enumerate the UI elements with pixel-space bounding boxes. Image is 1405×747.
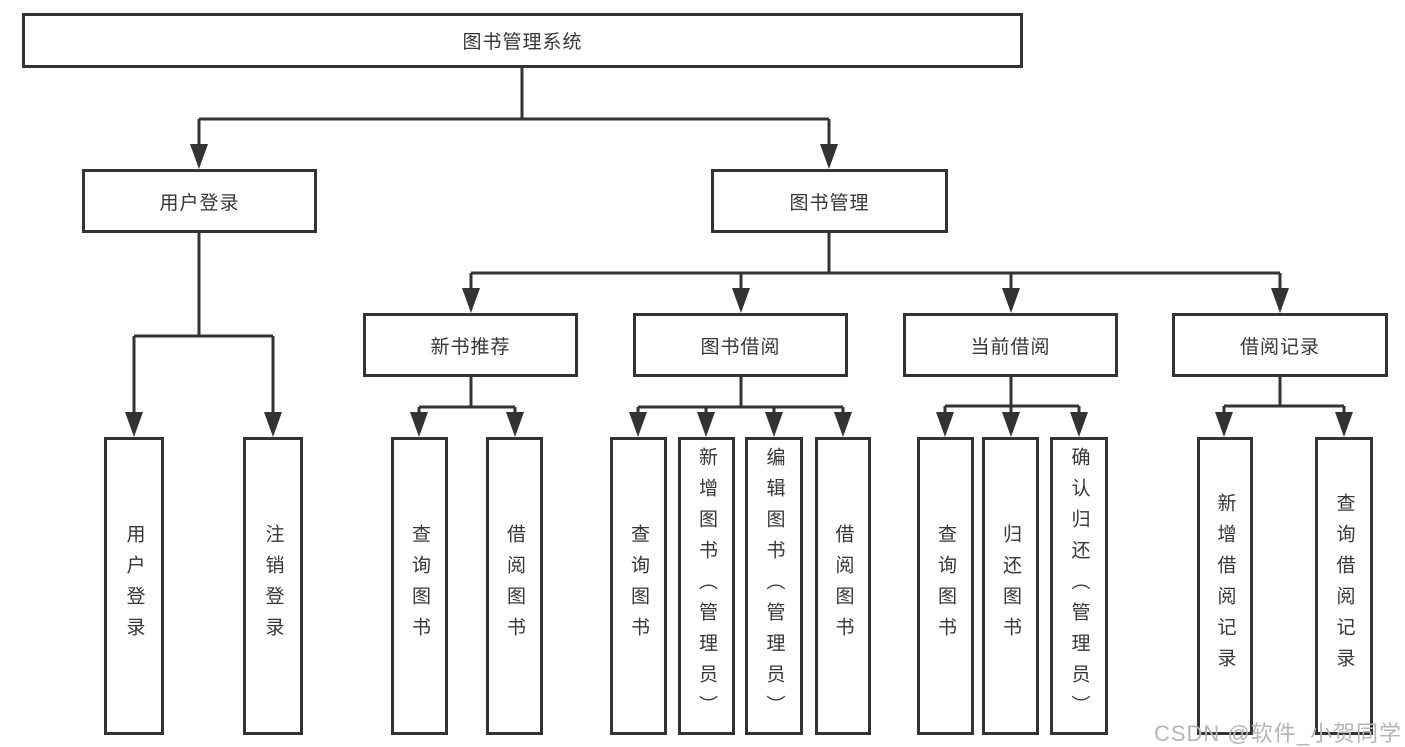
node-logout: 注销登录: [243, 437, 303, 735]
arrowhead-icon: [1215, 412, 1233, 437]
arrowhead-icon: [765, 412, 783, 437]
arrowhead-icon: [732, 288, 750, 313]
arrowhead-icon: [936, 412, 954, 437]
node-label: 图书管理系统: [462, 32, 583, 53]
node-label: 当前借阅: [970, 336, 1051, 358]
node-user-login: 用户登录: [82, 169, 317, 233]
node-label: 查询图书: [409, 524, 430, 648]
node-label: 确认归还（管理员）: [1068, 446, 1090, 726]
arrowhead-icon: [1070, 412, 1088, 437]
node-label: 新增图书（管理员）: [696, 446, 717, 726]
node-confirm-return-admin: 确认归还（管理员）: [1050, 437, 1108, 735]
node-query-books-current: 查询图书: [917, 437, 974, 735]
arrowhead-icon: [1271, 288, 1289, 313]
csdn-watermark: CSDN @软件_小贺同学: [1153, 721, 1402, 746]
arrowhead-icon: [834, 412, 852, 437]
node-label: 图书管理: [789, 192, 870, 214]
node-label: 归还图书: [1000, 524, 1021, 648]
arrowhead-icon: [125, 412, 143, 437]
node-current-borrowing: 当前借阅: [903, 313, 1118, 377]
node-borrowing-records: 借阅记录: [1172, 313, 1388, 377]
node-label: 图书借阅: [700, 336, 781, 358]
node-query-borrow-record: 查询借阅记录: [1315, 437, 1373, 735]
arrowhead-icon: [1335, 412, 1353, 437]
node-label: 查询图书: [628, 524, 649, 648]
connector-user-login: [132, 233, 275, 418]
arrowhead-icon: [462, 288, 480, 313]
node-label: 借阅图书: [504, 524, 525, 648]
connector-new-book: [417, 377, 517, 418]
node-query-books-borrowing: 查询图书: [610, 437, 667, 735]
node-add-books-admin: 新增图书（管理员）: [678, 437, 735, 735]
arrowhead-icon: [410, 412, 428, 437]
arrowhead-icon: [506, 412, 524, 437]
arrowhead-icon: [1002, 288, 1020, 313]
node-book-management: 图书管理: [711, 169, 948, 233]
connector-borrow-records: [1222, 377, 1346, 418]
connector-book-borrow: [636, 377, 845, 418]
node-label: 用户登录: [159, 192, 240, 214]
node-user-login-leaf: 用户登录: [104, 437, 164, 735]
arrowhead-icon: [697, 412, 715, 437]
node-label: 注销登录: [262, 524, 284, 648]
arrowhead-icon: [190, 144, 208, 169]
connector-book-mgmt: [469, 233, 1282, 294]
node-label: 借阅记录: [1239, 336, 1320, 358]
connector-root: [197, 68, 831, 150]
node-label: 新增借阅记录: [1214, 493, 1236, 679]
node-borrow-books-recommend: 借阅图书: [486, 437, 543, 735]
arrowhead-icon: [629, 412, 647, 437]
node-book-borrowing: 图书借阅: [633, 313, 848, 377]
node-query-books-recommend: 查询图书: [391, 437, 448, 735]
node-label: 查询图书: [935, 524, 956, 648]
connector-current-borrow: [943, 377, 1081, 418]
node-edit-books-admin: 编辑图书（管理员）: [745, 437, 803, 735]
node-label: 编辑图书（管理员）: [763, 446, 785, 726]
node-new-book-recommend: 新书推荐: [363, 313, 578, 377]
arrowhead-icon: [264, 412, 282, 437]
node-return-books: 归还图书: [982, 437, 1039, 735]
node-library-system: 图书管理系统: [22, 13, 1023, 68]
node-label: 新书推荐: [430, 336, 511, 358]
node-borrow-books-borrowing: 借阅图书: [815, 437, 871, 735]
arrowhead-icon: [820, 144, 838, 169]
node-add-borrow-record: 新增借阅记录: [1197, 437, 1253, 735]
node-label: 用户登录: [123, 524, 145, 648]
arrowhead-icon: [1002, 412, 1020, 437]
node-label: 查询借阅记录: [1333, 493, 1355, 679]
node-label: 借阅图书: [832, 524, 854, 648]
